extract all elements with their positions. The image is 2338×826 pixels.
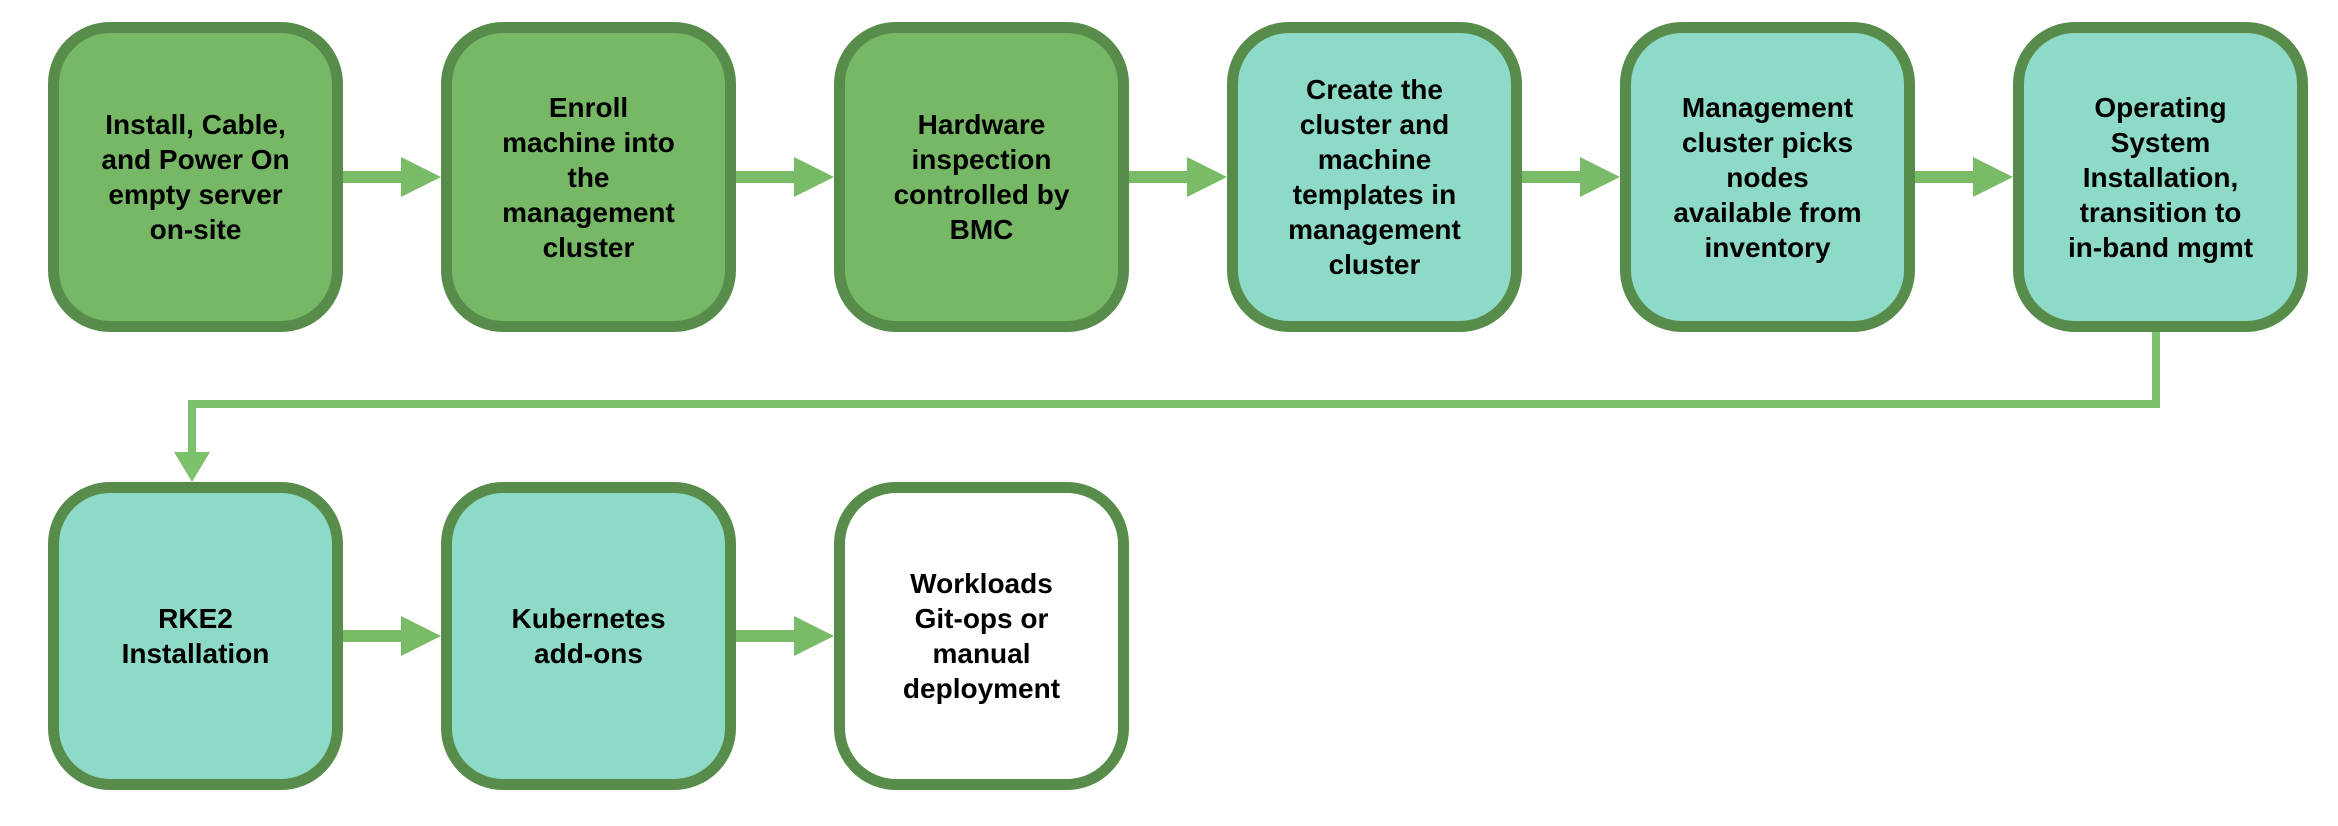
flow-node-label: Install, Cable, and Power On empty serve…: [101, 109, 290, 245]
arrow-stem: [1915, 171, 1975, 183]
arrow-right-icon: [1522, 157, 1620, 197]
arrow-right-icon: [343, 616, 441, 656]
flow-node-label: Workloads Git-ops or manual deployment: [902, 568, 1061, 704]
elbow-connector-horizontal: [188, 400, 2160, 408]
flow-node-create-cluster-templates: Create the cluster and machine templates…: [1227, 22, 1522, 332]
arrow-right-icon: [1129, 157, 1227, 197]
arrow-head: [401, 157, 441, 197]
arrow-stem: [1129, 171, 1189, 183]
arrow-head: [401, 616, 441, 656]
flow-node-label: Management cluster picks nodes available…: [1673, 91, 1862, 263]
arrow-stem: [343, 171, 403, 183]
arrow-head: [794, 157, 834, 197]
arrow-stem: [1522, 171, 1582, 183]
flow-node-label: Operating System Installation, transitio…: [2067, 91, 2254, 263]
flow-node-label: RKE2 Installation: [121, 603, 270, 669]
flow-node-cluster-picks-nodes: Management cluster picks nodes available…: [1620, 22, 1915, 332]
arrow-right-icon: [736, 616, 834, 656]
flow-node-label: Hardware inspection controlled by BMC: [893, 109, 1070, 245]
flow-node-os-installation: Operating System Installation, transitio…: [2013, 22, 2308, 332]
flow-node-hardware-inspection: Hardware inspection controlled by BMC: [834, 22, 1129, 332]
flow-node-label: Enroll machine into the management clust…: [502, 91, 675, 263]
arrow-head: [1187, 157, 1227, 197]
arrow-head: [1973, 157, 2013, 197]
arrow-stem: [736, 171, 796, 183]
flow-node-install-cable-power: Install, Cable, and Power On empty serve…: [48, 22, 343, 332]
arrow-right-icon: [343, 157, 441, 197]
arrow-right-icon: [1915, 157, 2013, 197]
flow-node-workloads-deployment: Workloads Git-ops or manual deployment: [834, 482, 1129, 790]
arrow-stem: [343, 630, 403, 642]
arrow-head: [1580, 157, 1620, 197]
elbow-connector-vertical-down: [2152, 332, 2160, 406]
arrow-right-icon: [736, 157, 834, 197]
flow-node-label: Create the cluster and machine templates…: [1288, 74, 1461, 280]
flow-node-enroll-machine: Enroll machine into the management clust…: [441, 22, 736, 332]
elbow-connector-vertical-drop: [188, 400, 196, 454]
arrow-head: [794, 616, 834, 656]
arrow-stem: [736, 630, 796, 642]
flow-node-label: Kubernetes add-ons: [511, 603, 666, 669]
flow-node-rke2-installation: RKE2 Installation: [48, 482, 343, 790]
arrow-down-head-icon: [174, 452, 210, 482]
flow-node-kubernetes-addons: Kubernetes add-ons: [441, 482, 736, 790]
